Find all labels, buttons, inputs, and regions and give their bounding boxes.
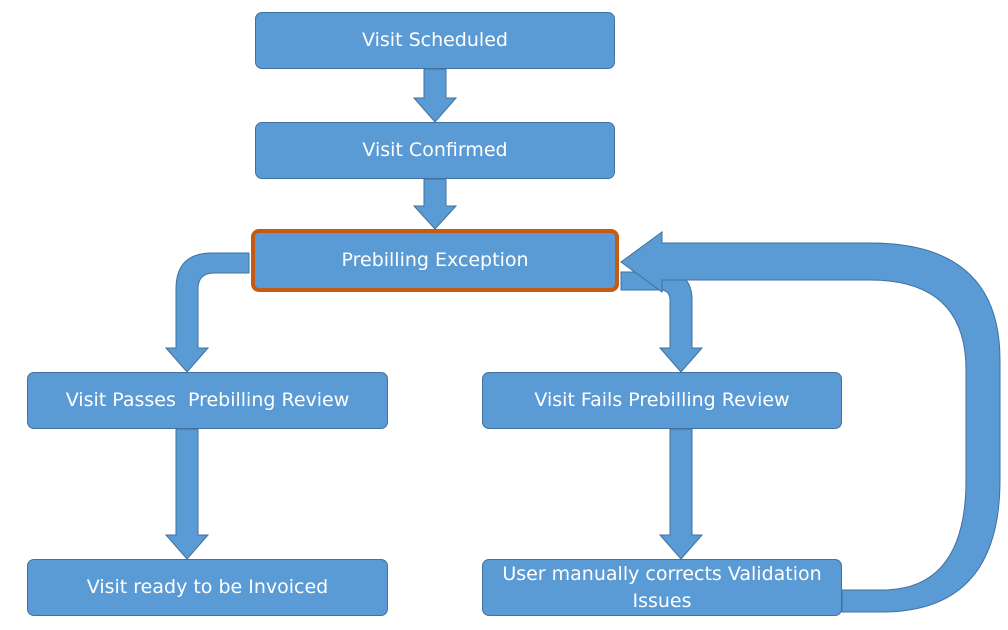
node-label: Prebilling Exception (341, 249, 529, 271)
node-label: Visit Passes Prebilling Review (65, 389, 350, 411)
arrow-fails-to-corrects (658, 428, 704, 560)
node-label: Visit Scheduled (362, 29, 508, 51)
node-prebilling-exception: Prebilling Exception (251, 229, 619, 292)
node-label: Visit Confirmed (362, 139, 508, 161)
node-visit-confirmed: Visit Confirmed (255, 122, 615, 179)
arrow-scheduled-to-confirmed (412, 68, 458, 123)
arrow-confirmed-to-exception (412, 178, 458, 230)
node-user-corrects-issues: User manually corrects Validation Issues (482, 559, 842, 616)
node-visit-fails-review: Visit Fails Prebilling Review (482, 372, 842, 429)
node-label: Visit Fails Prebilling Review (534, 389, 790, 411)
arrow-passes-to-invoiced (164, 428, 210, 560)
node-visit-passes-review: Visit Passes Prebilling Review (27, 372, 388, 429)
node-label: Visit ready to be Invoiced (86, 576, 329, 598)
arrow-exception-to-passes (164, 252, 250, 373)
node-visit-scheduled: Visit Scheduled (255, 12, 615, 69)
arrow-corrects-to-exception (620, 231, 1001, 613)
node-visit-ready-invoiced: Visit ready to be Invoiced (27, 559, 388, 616)
node-label: User manually corrects Validation Issues (502, 562, 822, 612)
